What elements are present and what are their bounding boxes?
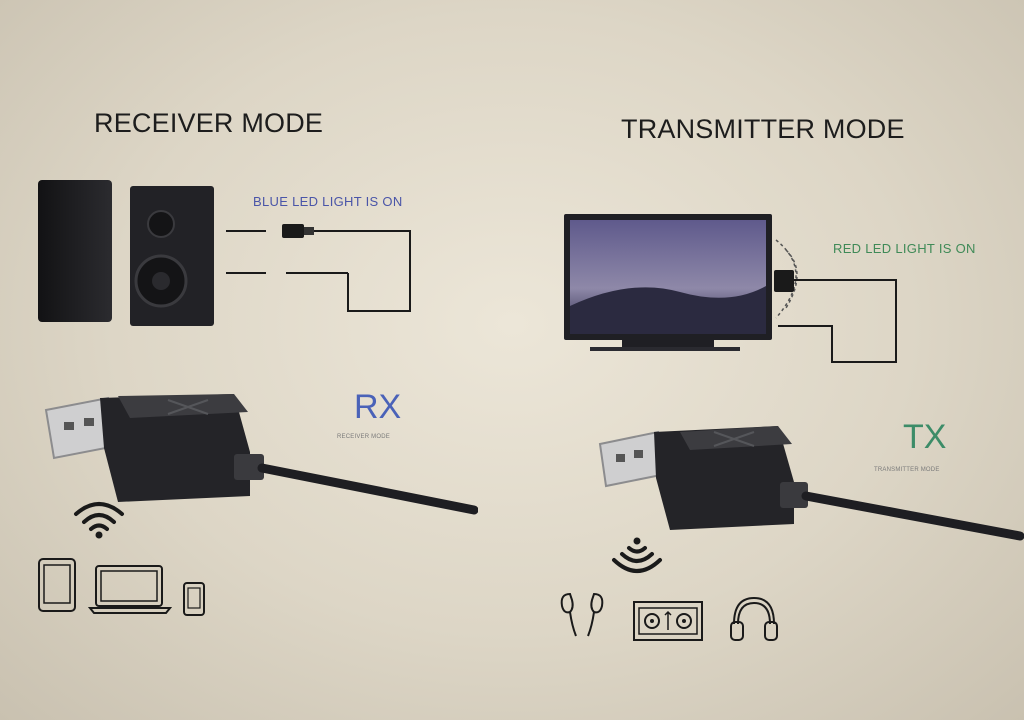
transmitter-dongle-image — [598, 426, 1024, 541]
wifi-icon — [74, 502, 124, 539]
receiver-wiring — [226, 224, 411, 312]
receiver-dongle-image — [44, 394, 478, 515]
tx-mode-code: TX — [903, 418, 947, 456]
tv-image — [564, 214, 772, 351]
rx-mode-caption: RECEIVER MODE — [337, 434, 390, 440]
headphones-icon — [730, 596, 778, 641]
transmitter-mode-title: TRANSMITTER MODE — [621, 114, 905, 144]
earphones-icon — [560, 592, 604, 637]
cassette-icon — [633, 601, 703, 641]
tablet-icon — [38, 558, 76, 612]
tx-mode-caption: TRANSMITTER MODE — [874, 467, 940, 473]
blue-led-label: BLUE LED LIGHT IS ON — [253, 194, 403, 209]
transmitter-wiring — [774, 239, 897, 363]
receiver-mode-title: RECEIVER MODE — [94, 108, 324, 138]
speakers-image — [38, 180, 214, 326]
phone-icon — [183, 582, 205, 616]
rx-mode-code: RX — [354, 388, 402, 426]
broadcast-signal-icon — [612, 537, 662, 573]
red-led-label: RED LED LIGHT IS ON — [833, 241, 976, 256]
laptop-icon — [88, 565, 172, 614]
